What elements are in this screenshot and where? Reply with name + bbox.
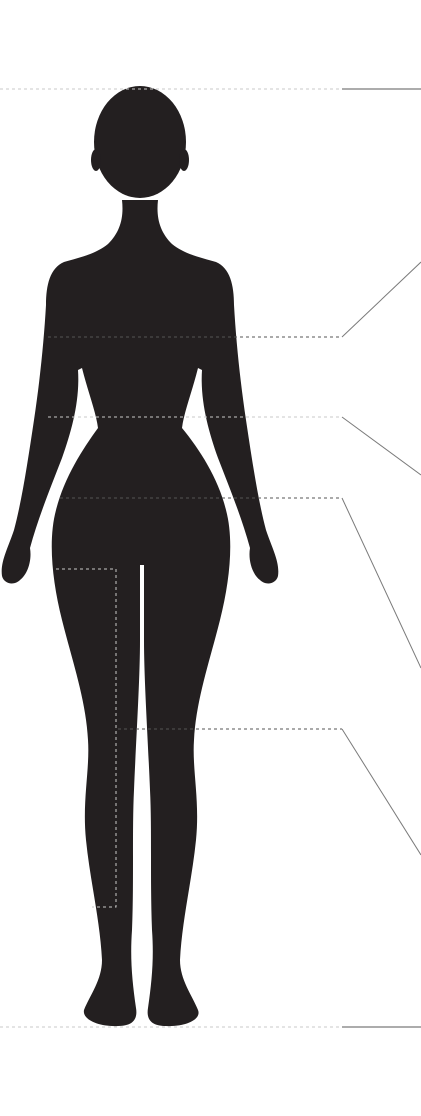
waist-shape [56,428,226,510]
female-silhouette [1,86,279,1027]
ear-left-shape [91,149,101,171]
torso-and-arms-shape [1,200,279,584]
hips-connector [341,497,421,669]
inseam-bracket [56,568,117,908]
ear-right-shape [179,149,189,171]
thigh-connector [341,728,421,856]
bust-connector [341,261,421,338]
head-shape [94,86,186,198]
hips-and-legs-shape [51,510,231,1027]
waist-connector [341,416,421,476]
